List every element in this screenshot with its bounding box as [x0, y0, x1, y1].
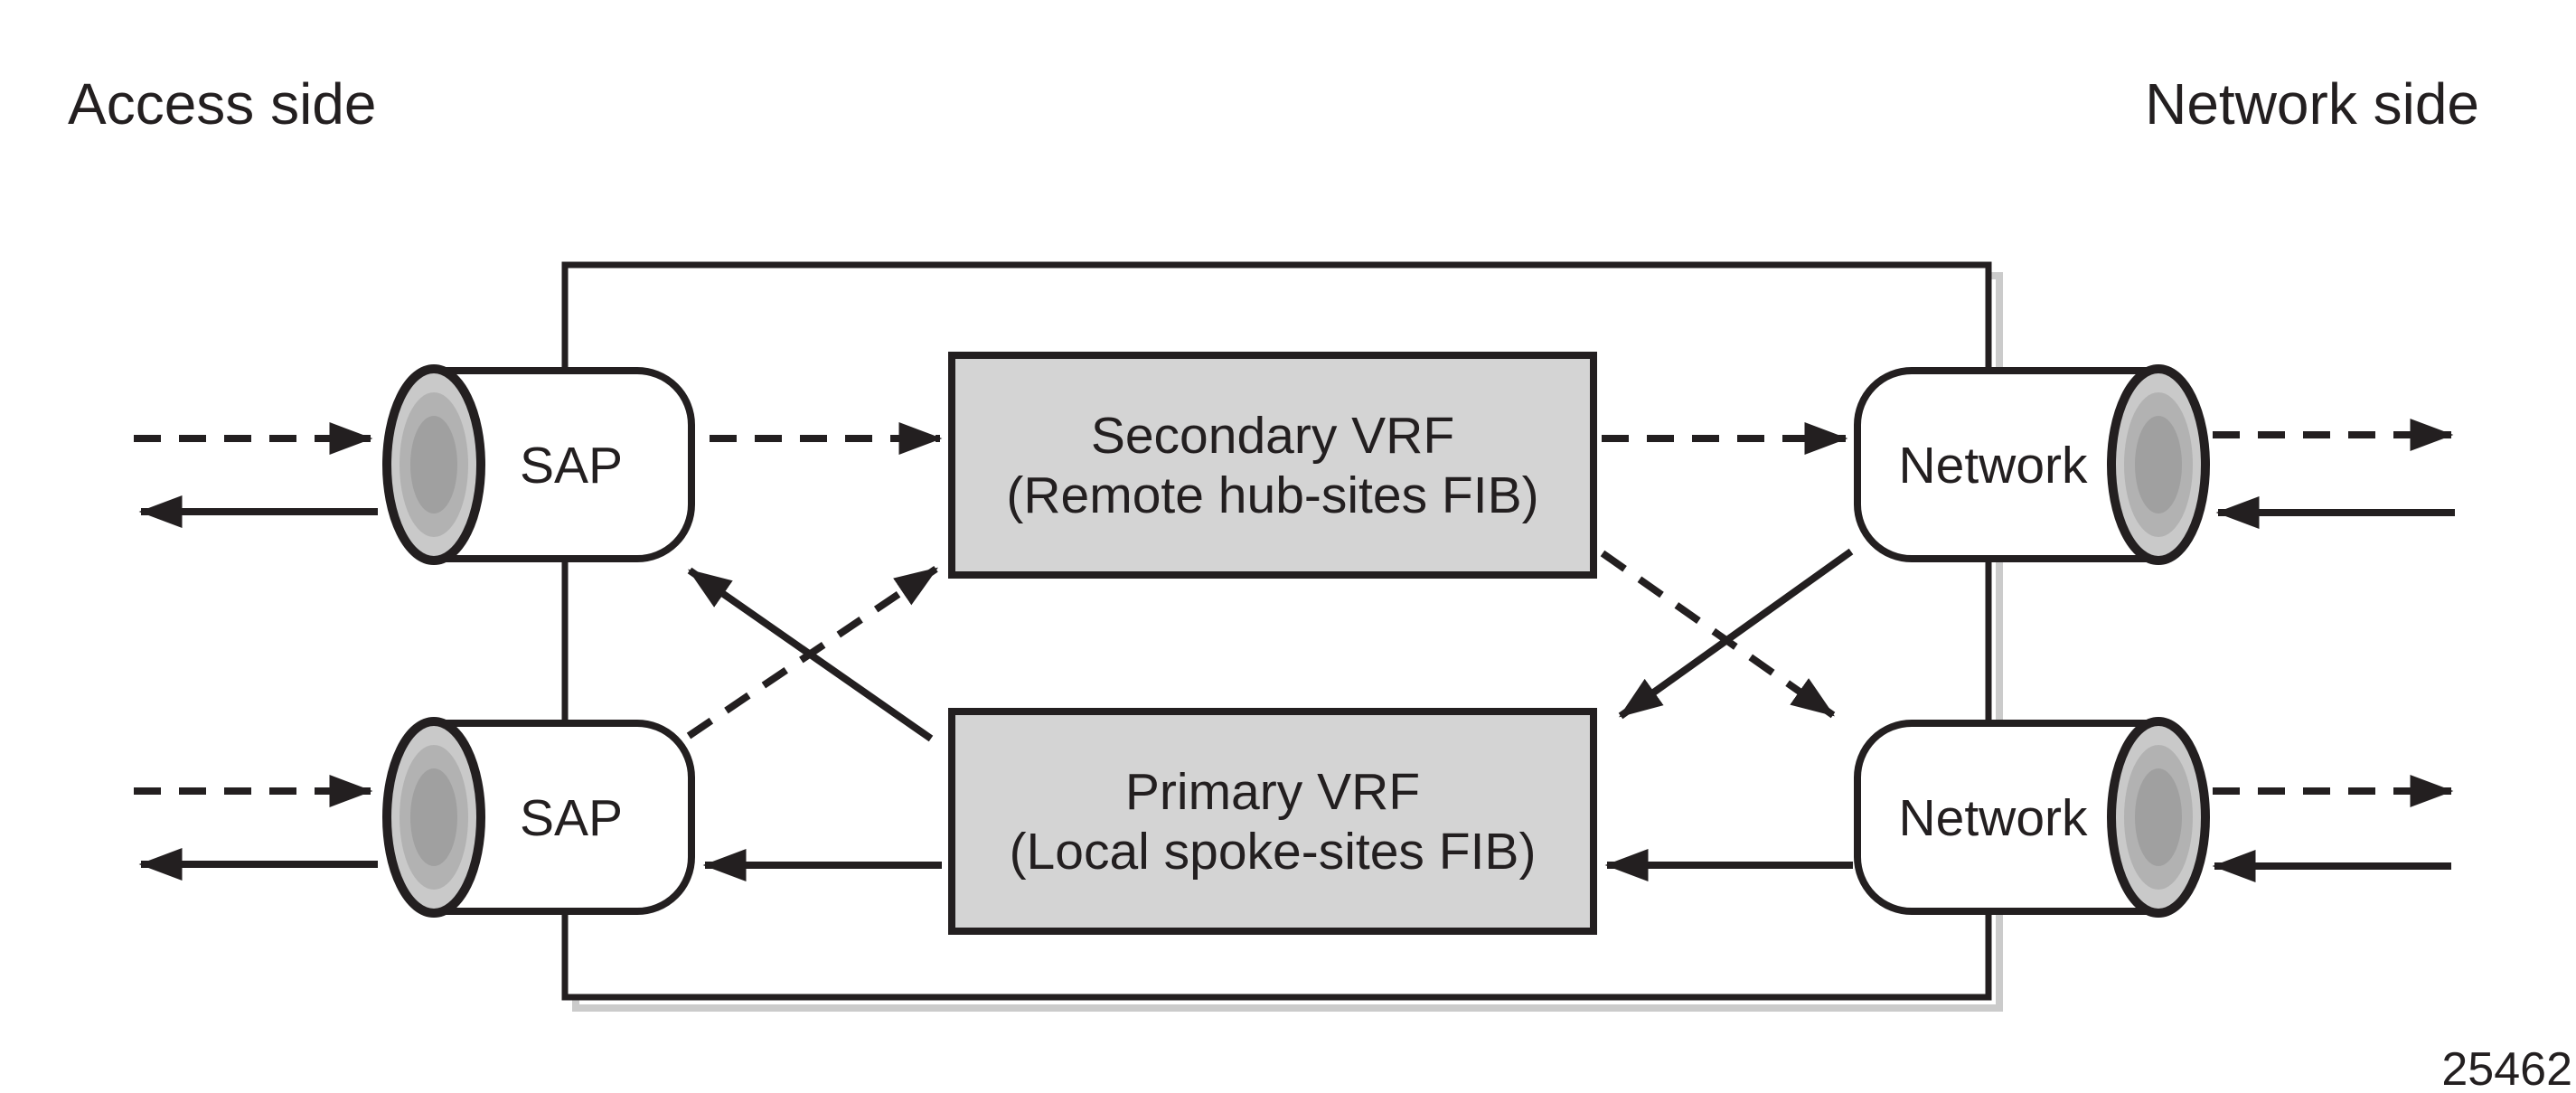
sap-cylinder-bottom-body: [434, 720, 695, 915]
vrf-box-secondary-rect: [948, 352, 1597, 579]
network-cylinder-top-body: [1854, 367, 2158, 562]
sap-cylinder-top-body: [434, 367, 695, 562]
vrf-box-secondary: Secondary VRF (Remote hub-sites FIB): [948, 352, 1597, 579]
sap-bottom-label: SAP: [520, 789, 623, 847]
traffic-arrows: [134, 419, 2455, 882]
network-top-label: Network: [1898, 437, 2088, 495]
network-cylinder-bottom: Network: [1854, 717, 2210, 918]
arrow-dashed-secondary-vrf-to-network-bottom: [1600, 550, 1836, 719]
network-bottom-label: Network: [1898, 789, 2088, 847]
sap-cylinder-top: SAP: [382, 364, 695, 565]
sap-cylinder-bottom-cap-inner: [410, 768, 457, 866]
figure-number: 25462: [2441, 1043, 2572, 1093]
vrf-box-primary-subtitle: (Local spoke-sites FIB): [1010, 823, 1537, 881]
arrow-solid-network-top-to-primary-vrf: [1618, 548, 1854, 720]
sap-top-label: SAP: [520, 437, 623, 495]
network-side-label: Network side: [2145, 71, 2479, 137]
vrf-box-secondary-title: Secondary VRF: [1091, 407, 1454, 465]
sap-cylinder-top-cap-inner: [410, 416, 457, 514]
access-side-label: Access side: [68, 71, 376, 137]
vrf-box-primary-rect: [948, 708, 1597, 935]
vrf-box-primary: Primary VRF (Local spoke-sites FIB): [948, 708, 1597, 935]
network-cylinder-bottom-body: [1854, 720, 2158, 915]
network-cylinder-top-cap-inner: [2135, 416, 2182, 514]
network-cylinder-bottom-cap-inner: [2135, 768, 2182, 866]
sap-cylinder-bottom: SAP: [382, 717, 695, 918]
network-cylinder-top: Network: [1854, 364, 2210, 565]
vrf-box-secondary-subtitle: (Remote hub-sites FIB): [1006, 466, 1538, 524]
vrf-box-primary-title: Primary VRF: [1125, 763, 1420, 821]
arrow-dashed-sap-bottom-to-secondary-vrf: [686, 565, 939, 740]
